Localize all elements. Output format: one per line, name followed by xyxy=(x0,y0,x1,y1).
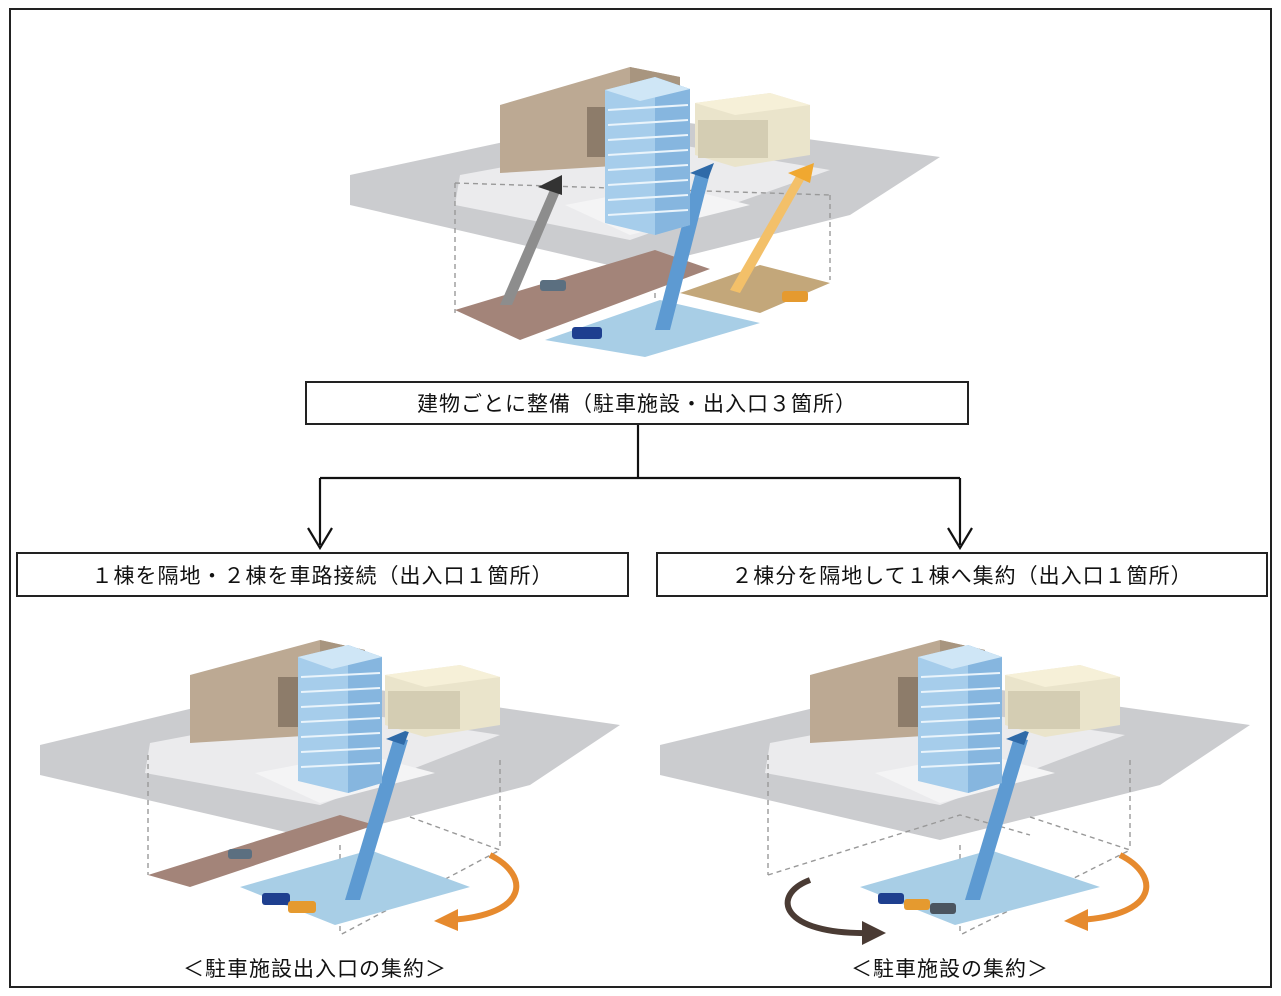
arrow-gray xyxy=(500,185,562,305)
car-orange xyxy=(288,901,316,913)
curve-arrow-orange xyxy=(449,852,520,923)
caption-entrance-consolidation: ＜駐車施設出入口の集約＞ xyxy=(183,957,447,981)
arrow-left-head xyxy=(307,527,333,551)
car-gray xyxy=(930,903,956,914)
illustration-facility-consolidation xyxy=(660,640,1250,945)
curve-arrow-dark xyxy=(784,877,871,937)
arrow-blue xyxy=(965,737,1028,900)
car-blue xyxy=(878,893,904,904)
car-gray xyxy=(228,849,252,859)
illustration-individual xyxy=(350,67,940,357)
arrow-right-head xyxy=(947,527,973,551)
arrow-blue xyxy=(655,171,710,330)
car-blue xyxy=(262,893,290,905)
basement-brown xyxy=(455,250,710,340)
arrow-blue xyxy=(345,737,408,900)
illustration-entrance-consolidation xyxy=(40,640,620,936)
car-orange xyxy=(782,291,808,302)
car-gray xyxy=(540,280,566,291)
curve-arrow-orange xyxy=(1079,852,1150,923)
car-blue xyxy=(572,327,602,339)
label-connection: １棟を隔地・２棟を車路接続（出入口１箇所） xyxy=(16,552,629,597)
label-consolidation: ２棟分を隔地して１棟へ集約（出入口１箇所） xyxy=(656,552,1268,597)
label-individual: 建物ごとに整備（駐車施設・出入口３箇所） xyxy=(305,381,969,425)
basement-blue xyxy=(545,300,760,357)
arrow-orange xyxy=(730,169,808,293)
basement-brown xyxy=(148,815,375,887)
caption-facility-consolidation: ＜駐車施設の集約＞ xyxy=(851,957,1049,981)
car-orange xyxy=(904,899,930,910)
basement-tan xyxy=(680,265,830,313)
